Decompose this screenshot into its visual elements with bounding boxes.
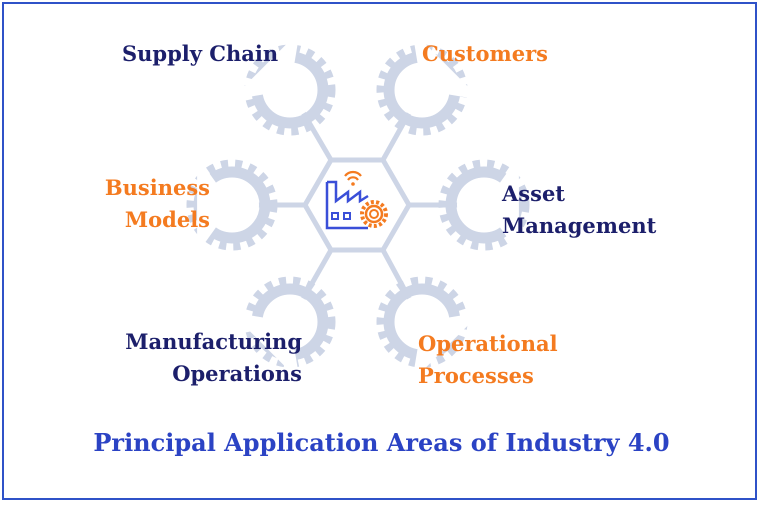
factory-window-icon [331, 212, 339, 220]
label-operational-processes: Operational Processes [418, 328, 558, 392]
label-operational-line1: Operational [418, 331, 558, 356]
label-asset-management-line1: Asset [502, 181, 565, 206]
label-manufacturing-operations: Manufacturing Operations [100, 326, 302, 390]
gear-asset-management-teeth [438, 159, 530, 251]
label-asset-management-line2: Management [502, 213, 657, 238]
label-manufacturing-line2: Operations [172, 361, 302, 386]
label-business-models-line1: Business [104, 175, 210, 200]
gear-operational-processes-hub [395, 295, 449, 349]
gear-customers-hub [395, 63, 449, 117]
diagram-title: Principal Application Areas of Industry … [93, 428, 670, 457]
diagram-frame [2, 2, 757, 500]
orange-gear-teeth-icon [360, 200, 388, 228]
label-business-models-line2: Models [124, 207, 210, 232]
orange-gear-icon [364, 204, 384, 224]
gear-supply-chain-hub [263, 63, 317, 117]
gear-manufacturing-operations-hub [263, 295, 317, 349]
gear-business-models-hub [205, 178, 259, 232]
factory-icon [325, 180, 369, 230]
label-business-models: Business Models [100, 172, 210, 236]
gear-business-models-teeth [186, 159, 278, 251]
wifi-icon [344, 170, 362, 181]
label-asset-management: Asset Management [502, 178, 656, 242]
gear-asset-management-hub [457, 178, 511, 232]
label-operational-line2: Processes [418, 363, 534, 388]
wifi-dot-icon [351, 182, 355, 186]
label-customers: Customers [422, 41, 548, 66]
label-supply-chain: Supply Chain [122, 41, 279, 66]
orange-gear-hub-icon [369, 209, 379, 219]
label-manufacturing-line1: Manufacturing [125, 329, 302, 354]
factory-window-icon [343, 212, 351, 220]
